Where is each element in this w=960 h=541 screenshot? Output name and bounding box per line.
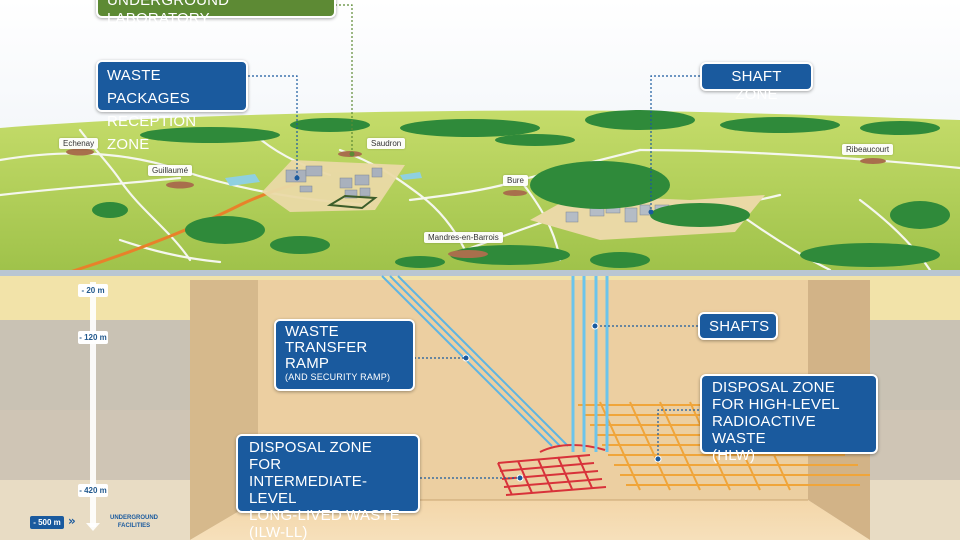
legend-underground-facilities: UNDERGROUND FACILITIES [98, 514, 170, 530]
callout-ramp-line2: TRANSFER [285, 339, 368, 356]
surface-edge [0, 270, 960, 276]
callout-ramp-line3: RAMP [285, 355, 330, 372]
callout-ilw-disposal-zone: DISPOSAL ZONE FOR INTERMEDIATE-LEVEL LON… [236, 434, 420, 541]
town-label-saudron: Saudron [367, 138, 406, 149]
callout-waste-packages-line1: WASTE PACKAGES [107, 67, 191, 107]
water-basin-2 [400, 172, 422, 180]
leader-lines [248, 4, 707, 479]
shafts-callout-dot [591, 322, 599, 330]
callout-ramp-subtitle: (AND SECURITY RAMP) [285, 372, 391, 382]
ilw-disposal-grid [497, 444, 607, 496]
callout-ilw-line4: (ILW-LL) [249, 524, 308, 541]
callout-hlw-disposal-zone: DISPOSAL ZONE FOR HIGH-LEVEL RADIOACTIVE… [700, 374, 878, 464]
depth-tag-420m: - 420 m [78, 484, 108, 497]
town-label-guillaume: Guillaumé [148, 165, 193, 176]
callout-shaft-zone: SHAFT ZONE [700, 62, 813, 103]
town-label-mandres: Mandres-en-Barrois [424, 232, 503, 243]
legend-arrows-icon: » [68, 514, 76, 528]
water-basin [225, 174, 260, 186]
depth-scale-pointer [86, 523, 100, 531]
callout-underground-laboratory-text: UNDERGROUND LABORATORY [107, 0, 230, 27]
legend-label-line2: FACILITIES [117, 523, 151, 529]
callout-ilw-line2: INTERMEDIATE-LEVEL [249, 473, 368, 507]
callout-shafts: SHAFTS [698, 312, 778, 340]
callout-hlw-line4: (HLW) [712, 447, 756, 464]
callout-ramp-line1: WASTE [285, 323, 339, 340]
callout-ilw-line1: DISPOSAL ZONE FOR [249, 439, 372, 473]
callout-hlw-line3: RADIOACTIVE WASTE [712, 413, 816, 447]
laboratory-site [326, 194, 378, 210]
town-label-ribeaucourt: Ribeaucourt [842, 144, 894, 155]
callout-waste-packages-reception: WASTE PACKAGES RECEPTION ZONE [96, 60, 248, 153]
callout-waste-packages-line2: RECEPTION ZONE [107, 113, 197, 153]
town-label-echenay: Echenay [59, 138, 99, 149]
callout-waste-transfer-ramp: WASTE TRANSFER RAMP (AND SECURITY RAMP) [274, 319, 415, 391]
town-markers [66, 148, 886, 258]
callout-shafts-text: SHAFTS [709, 318, 770, 335]
tree-clusters [92, 110, 950, 268]
legend-depth-tag: - 500 m [30, 516, 64, 529]
depth-tag-20m: - 20 m [78, 284, 108, 297]
legend-label-line1: UNDERGROUND [110, 515, 158, 521]
callout-ilw-line3: LONG-LIVED WASTE [249, 507, 401, 524]
callout-hlw-line2: FOR HIGH-LEVEL [712, 396, 840, 413]
lab-callout-dot [349, 151, 355, 157]
depth-tag-120m: - 120 m [78, 331, 108, 344]
callout-hlw-line1: DISPOSAL ZONE [712, 379, 835, 396]
reception-callout-dot [294, 175, 300, 181]
shafts [571, 276, 609, 452]
town-label-bure: Bure [503, 175, 528, 186]
shaft-zone-callout-dot [648, 209, 654, 215]
hlw-callout-dot [654, 455, 662, 463]
callout-underground-laboratory: UNDERGROUND LABORATORY [96, 0, 336, 27]
depth-scale-bar [90, 282, 96, 527]
reception-buildings [285, 165, 383, 199]
ilw-callout-dot [516, 474, 524, 482]
callout-shaft-zone-text: SHAFT ZONE [731, 68, 782, 103]
